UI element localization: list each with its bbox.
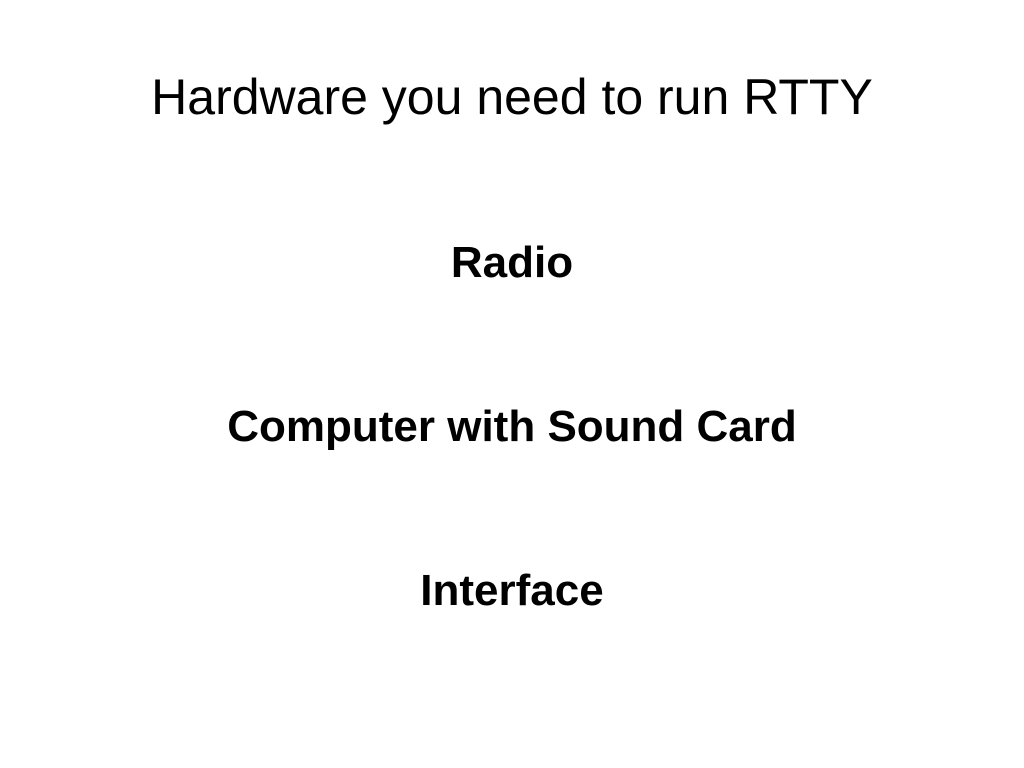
list-item-interface: Interface bbox=[420, 566, 604, 615]
list-item-radio: Radio bbox=[450, 238, 574, 287]
slide-title: Hardware you need to run RTTY bbox=[151, 69, 873, 125]
list-item-computer: Computer with Sound Card bbox=[227, 402, 797, 451]
